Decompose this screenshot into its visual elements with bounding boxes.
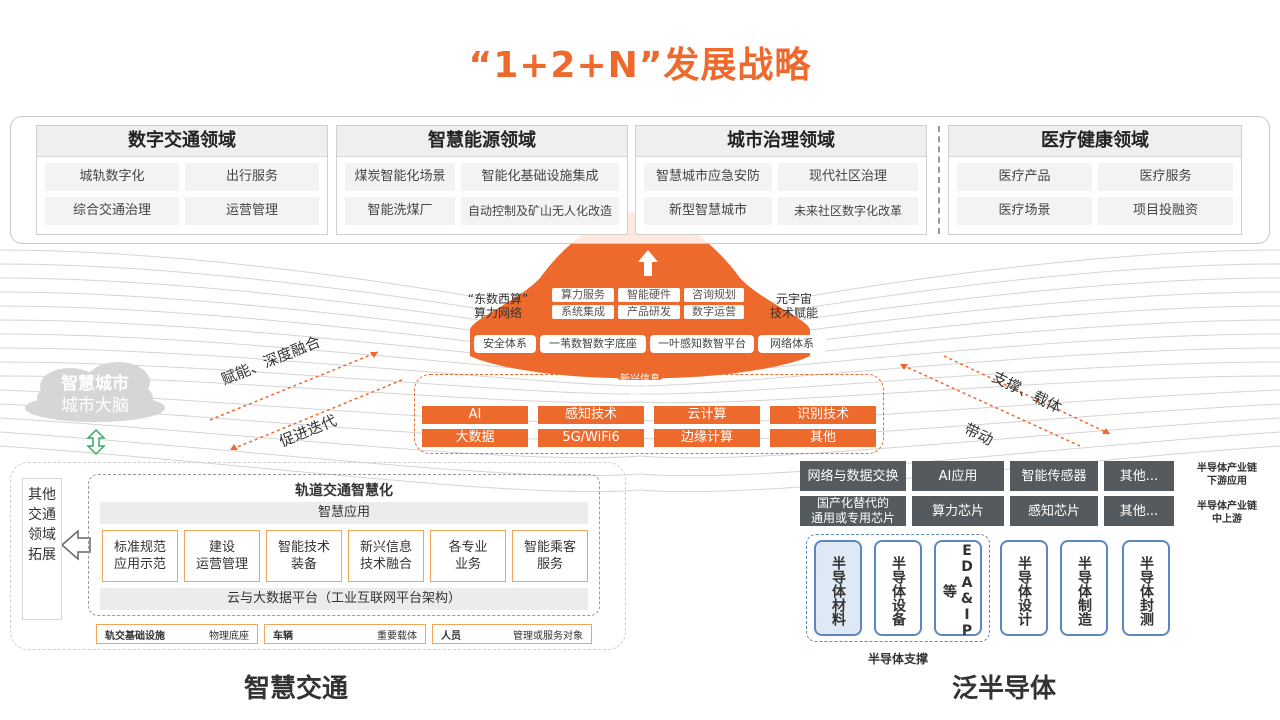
app-box: 新兴信息 技术融合 xyxy=(348,530,424,582)
semi-design: 半导体设计 xyxy=(1000,540,1048,636)
domain-item: 医疗产品 xyxy=(957,163,1092,191)
domain-item: 医疗场景 xyxy=(957,197,1092,225)
section-smart-transport: 智慧交通 xyxy=(244,674,349,704)
app-box: 建设 运营管理 xyxy=(184,530,260,582)
domain-item: 项目投融资 xyxy=(1098,197,1233,225)
base-desc: 物理底座 xyxy=(209,630,249,642)
semi-packaging: 半导体封测 xyxy=(1122,540,1170,636)
domain-smart-energy: 智慧能源领域 煤炭智能化场景 智能化基础设施集成 智能洗煤厂 自动控制及矿山无人… xyxy=(336,125,628,235)
smart-app-bar: 智慧应用 xyxy=(100,502,588,524)
app-box: 标准规范 应用示范 xyxy=(102,530,178,582)
tech-block: 边缘计算 xyxy=(654,429,760,447)
cloud-platform-bar: 云与大数据平台（工业互联网平台架构） xyxy=(100,588,588,610)
domain-title: 数字交通领域 xyxy=(37,126,327,157)
base-people: 人员 管理或服务对象 xyxy=(432,624,592,644)
emerging-tech-label: 新兴信息 技术 xyxy=(620,374,660,397)
app-box: 各专业 业务 xyxy=(430,530,506,582)
domain-item: 新型智慧城市 xyxy=(644,197,772,225)
domain-item: 城轨数字化 xyxy=(45,163,179,191)
domain-separator xyxy=(938,126,940,234)
domain-item: 出行服务 xyxy=(185,163,319,191)
downstream-item: AI应用 xyxy=(912,461,1004,491)
domain-city-governance: 城市治理领域 智慧城市应急安防 现代社区治理 新型智慧城市 未来社区数字化改革 xyxy=(635,125,927,235)
domain-item: 智慧城市应急安防 xyxy=(644,163,772,191)
upstream-item: 其他... xyxy=(1104,496,1174,526)
domain-title: 智慧能源领域 xyxy=(337,126,627,157)
downstream-item: 网络与数据交换 xyxy=(800,461,906,491)
rail-frame xyxy=(88,474,600,616)
other-transport-box: 其他交通领域拓展 xyxy=(22,478,62,620)
base-infrastructure: 轨交基础设施 物理底座 xyxy=(96,624,258,644)
domain-item: 未来社区数字化改革 xyxy=(778,197,918,225)
upstream-item: 国产化替代的 通用或专用芯片 xyxy=(800,496,906,526)
service-chip: 系统集成 xyxy=(552,305,614,319)
tech-block: 云计算 xyxy=(654,406,760,424)
tech-block: AI xyxy=(422,406,528,424)
service-chip: 智能硬件 xyxy=(618,288,680,302)
foundation-pill: 一苇数智数字底座 xyxy=(540,335,646,353)
metaverse-label: 元宇宙 技术赋能 xyxy=(769,292,818,320)
tech-block: 大数据 xyxy=(422,429,528,447)
domain-item: 医疗服务 xyxy=(1098,163,1233,191)
semi-materials: 半导体材料 xyxy=(814,540,862,636)
foundation-pill: 安全体系 xyxy=(474,335,536,353)
domain-title: 医疗健康领域 xyxy=(949,126,1241,157)
tech-block: 识别技术 xyxy=(770,406,876,424)
domain-digital-transport: 数字交通领域 城轨数字化 出行服务 综合交通治理 运营管理 xyxy=(36,125,328,235)
app-box: 智能乘客 服务 xyxy=(512,530,588,582)
foundation-pill: 网络体系 xyxy=(758,335,826,353)
domain-item: 智能洗煤厂 xyxy=(345,197,455,225)
domain-item: 综合交通治理 xyxy=(45,197,179,225)
section-pan-semiconductor: 泛半导体 xyxy=(952,674,1057,704)
downstream-note: 半导体产业链 下游应用 xyxy=(1197,463,1257,487)
base-desc: 重要载体 xyxy=(377,630,417,642)
semi-manufacturing: 半导体制造 xyxy=(1060,540,1108,636)
domain-item: 智能化基础设施集成 xyxy=(461,163,619,191)
foundation-pill: 一叶感知数智平台 xyxy=(650,335,754,353)
city-brain-label: 城市大脑 xyxy=(61,396,129,416)
base-vehicle: 车辆 重要载体 xyxy=(264,624,426,644)
upstream-item: 算力芯片 xyxy=(912,496,1004,526)
downstream-item: 其他... xyxy=(1104,461,1174,491)
tech-block: 其他 xyxy=(770,429,876,447)
tech-block: 感知技术 xyxy=(538,406,644,424)
domain-item: 自动控制及矿山无人化改造 xyxy=(461,197,619,225)
semi-support-label: 半导体支撑 xyxy=(867,652,928,666)
domain-item: 现代社区治理 xyxy=(778,163,918,191)
rail-title: 轨道交通智慧化 xyxy=(295,483,393,499)
smart-city-label: 智慧城市 xyxy=(61,374,129,394)
domain-healthcare: 医疗健康领域 医疗产品 医疗服务 医疗场景 项目投融资 xyxy=(948,125,1242,235)
service-chip: 算力服务 xyxy=(552,288,614,302)
domain-item: 运营管理 xyxy=(185,197,319,225)
semi-eda-ip: EDA&IP等 xyxy=(934,540,982,639)
smart-transport-frame xyxy=(10,462,626,650)
page-title: “1+2+N”发展战略 xyxy=(468,45,812,86)
base-name: 车辆 xyxy=(273,630,293,642)
tech-block: 5G/WiFi6 xyxy=(538,429,644,447)
service-chip: 咨询规划 xyxy=(684,288,744,302)
semi-equipment: 半导体设备 xyxy=(874,540,922,636)
upstream-item: 感知芯片 xyxy=(1010,496,1098,526)
base-name: 人员 xyxy=(441,630,461,642)
compute-network-label: “东数西算” 算力网络 xyxy=(467,292,529,320)
semiconductor-support-frame xyxy=(806,534,990,642)
app-box: 智能技术 装备 xyxy=(266,530,342,582)
service-chip: 数字运营 xyxy=(684,305,744,319)
upstream-note: 半导体产业链 中上游 xyxy=(1197,501,1257,525)
domain-item: 煤炭智能化场景 xyxy=(345,163,455,191)
emerging-tech-frame xyxy=(414,374,884,454)
domain-title: 城市治理领域 xyxy=(636,126,926,157)
service-chip: 产品研发 xyxy=(618,305,680,319)
base-name: 轨交基础设施 xyxy=(105,630,165,642)
downstream-item: 智能传感器 xyxy=(1010,461,1098,491)
base-desc: 管理或服务对象 xyxy=(513,630,583,642)
